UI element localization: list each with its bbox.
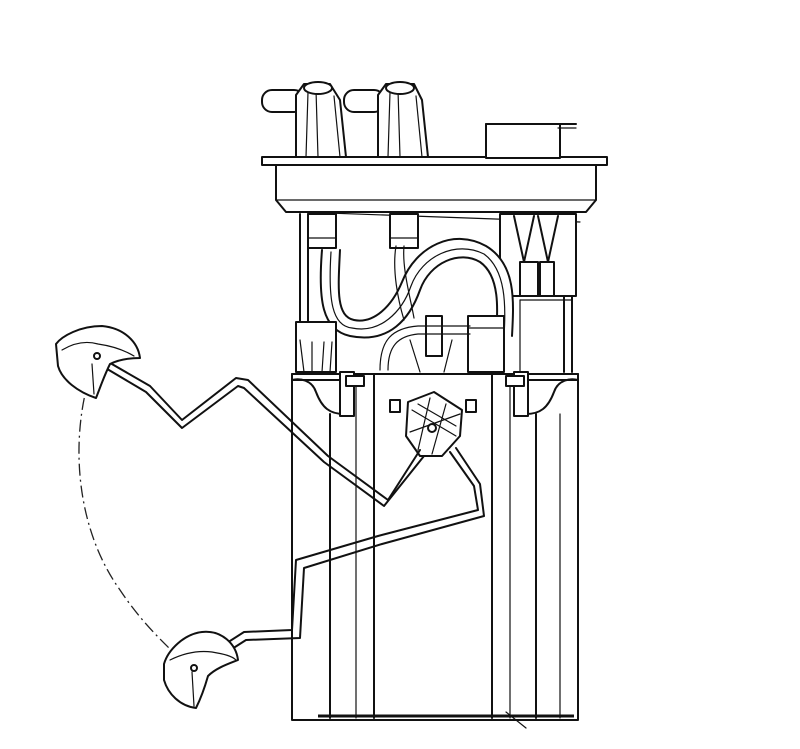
outlet-nipple-left xyxy=(261,81,347,158)
outlet-nipple-right xyxy=(343,81,429,158)
terminal-block xyxy=(499,213,577,297)
float-arm-lower xyxy=(193,447,485,673)
pipe-stubs xyxy=(307,213,419,249)
level-sender-pivot xyxy=(389,391,477,457)
float-arm-upper xyxy=(91,355,425,507)
float-sweep-arc xyxy=(78,355,191,669)
reservoir-canister xyxy=(291,371,579,729)
top-flange xyxy=(261,156,608,223)
pump-top-assembly xyxy=(295,299,573,373)
float-upper xyxy=(55,325,141,399)
float-lower xyxy=(163,630,239,709)
electrical-connector xyxy=(485,123,577,159)
